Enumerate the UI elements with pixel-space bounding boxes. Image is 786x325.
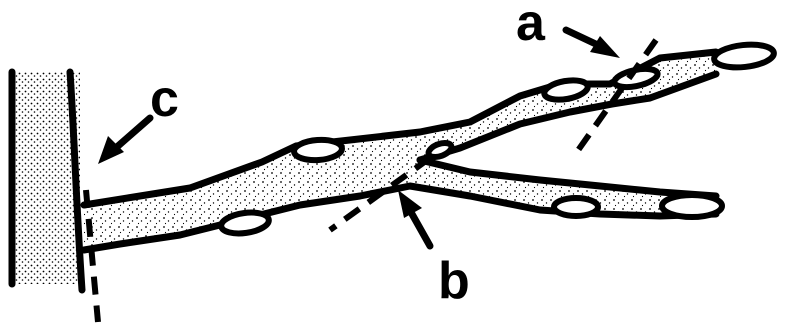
label-c: c <box>150 70 179 128</box>
arrow-a <box>566 30 620 58</box>
bud-main-top <box>293 138 342 161</box>
label-a: a <box>516 0 546 52</box>
label-b: b <box>438 252 470 310</box>
arrow-c <box>98 118 150 164</box>
trunk <box>12 72 82 290</box>
bud-lower-1 <box>554 198 598 216</box>
arrow-b <box>398 190 430 246</box>
bud-lower-tip <box>662 195 722 217</box>
bud-upper-tip <box>713 42 775 70</box>
